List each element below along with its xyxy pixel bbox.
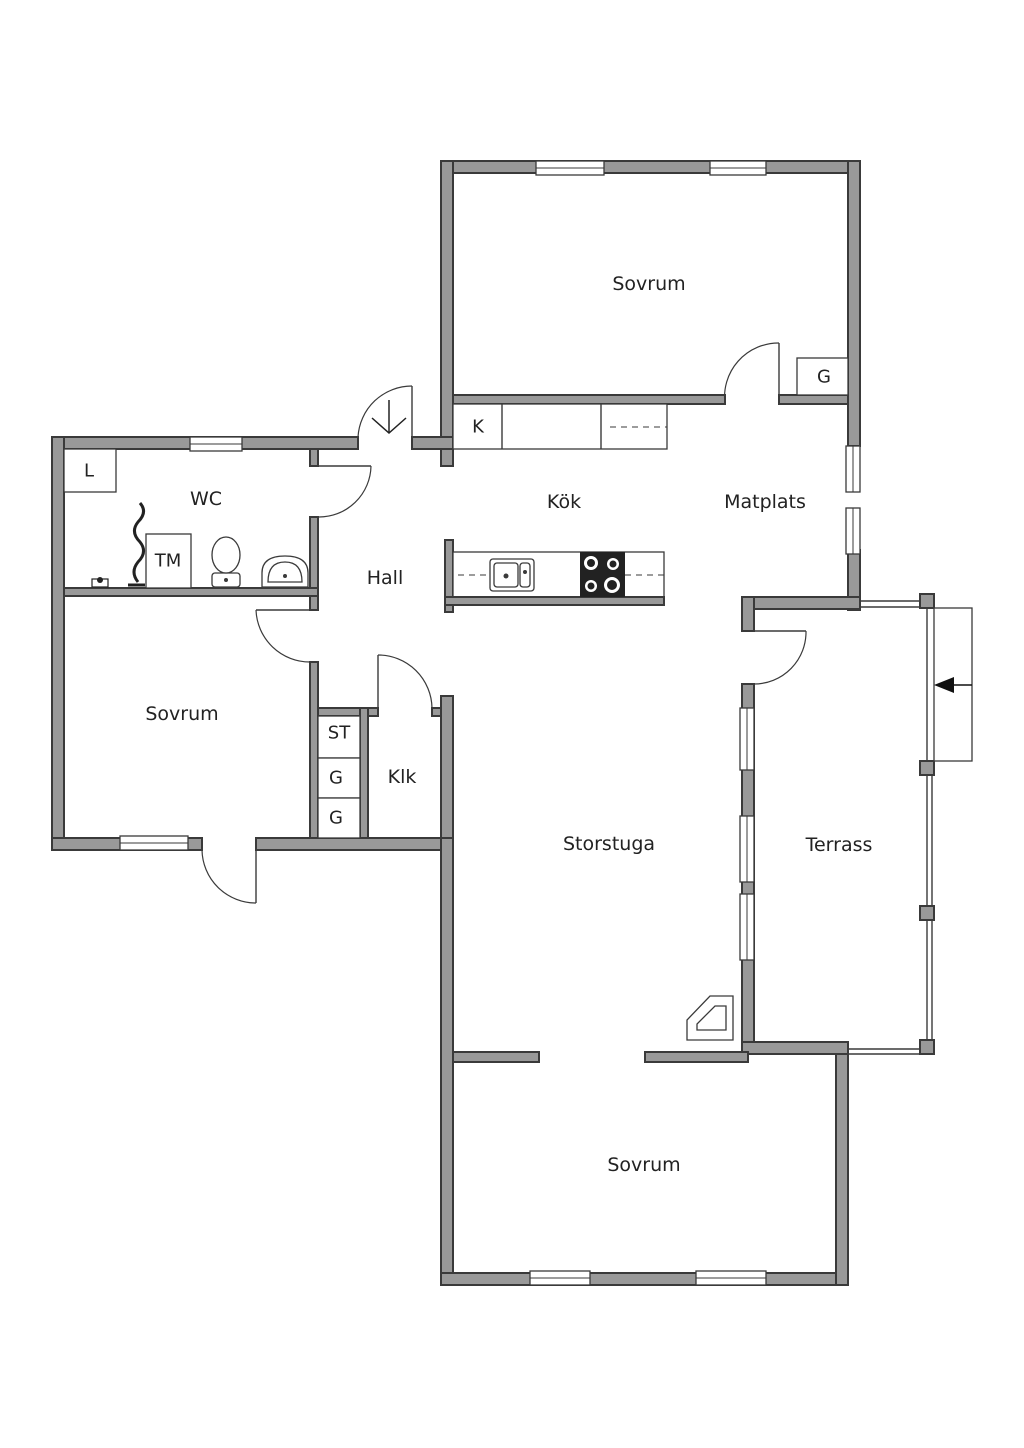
interior-walls [63,394,849,1063]
window-storstuga-1 [739,707,755,771]
room-label-kok: Kök [546,491,582,513]
window-storstuga-2 [739,815,755,883]
fixture-label-g-low: G [329,807,343,829]
window-top-2 [709,160,767,176]
faucet-icon [91,577,109,588]
window-top-1 [535,160,605,176]
window-storstuga-3 [739,893,755,961]
window-bottom-2 [695,1270,767,1286]
sink-icon [489,558,535,592]
windows [119,160,861,1286]
doors [201,342,807,904]
fixture-label-k: K [472,416,484,438]
box-tm [145,533,192,589]
toilet-icon [211,536,241,588]
fixture-label-tm: TM [154,550,182,572]
fixture-label-g-mid: G [329,767,343,789]
terrass-railing [848,600,973,1055]
box-st [317,715,361,759]
room-label-sovrum-top: Sovrum [612,273,686,295]
room-label-sovrum-left: Sovrum [145,703,219,725]
shower-icon [128,502,145,587]
door-sovrum-top [723,342,780,405]
room-label-sovrum-bottom: Sovrum [607,1154,681,1176]
stove-icon [580,552,625,597]
fixture-label-st: ST [327,722,351,744]
door-sovrum-left [255,609,311,663]
fireplace-icon [686,995,734,1041]
fixture-label-g-top: G [817,366,831,388]
box-g-low [317,797,361,839]
door-klk [377,654,433,709]
box-g-top [796,357,849,396]
kitchen-island [444,539,665,613]
room-label-storstuga: Storstuga [562,833,656,855]
window-wc [189,436,243,452]
window-matplats-1 [845,445,861,493]
room-label-terrass: Terrass [805,834,873,856]
door-terrass [753,630,807,685]
room-label-matplats: Matplats [724,491,806,513]
entry-arrow-icon [934,677,972,693]
box-l [63,448,117,493]
room-label-hall: Hall [366,567,404,589]
entrance-arrow-icon [371,400,407,435]
room-label-wc: WC [189,488,223,510]
window-bottom-1 [529,1270,591,1286]
door-main-entrance [357,385,413,449]
door-wc [317,465,372,518]
kitchen-counter-top [452,403,668,450]
fixture-label-l: L [83,460,95,482]
washbasin-icon [261,555,309,588]
window-matplats-2 [845,507,861,555]
door-exterior-left [201,849,257,904]
room-label-klk: Klk [387,766,417,788]
window-sovrum-left [119,835,189,851]
